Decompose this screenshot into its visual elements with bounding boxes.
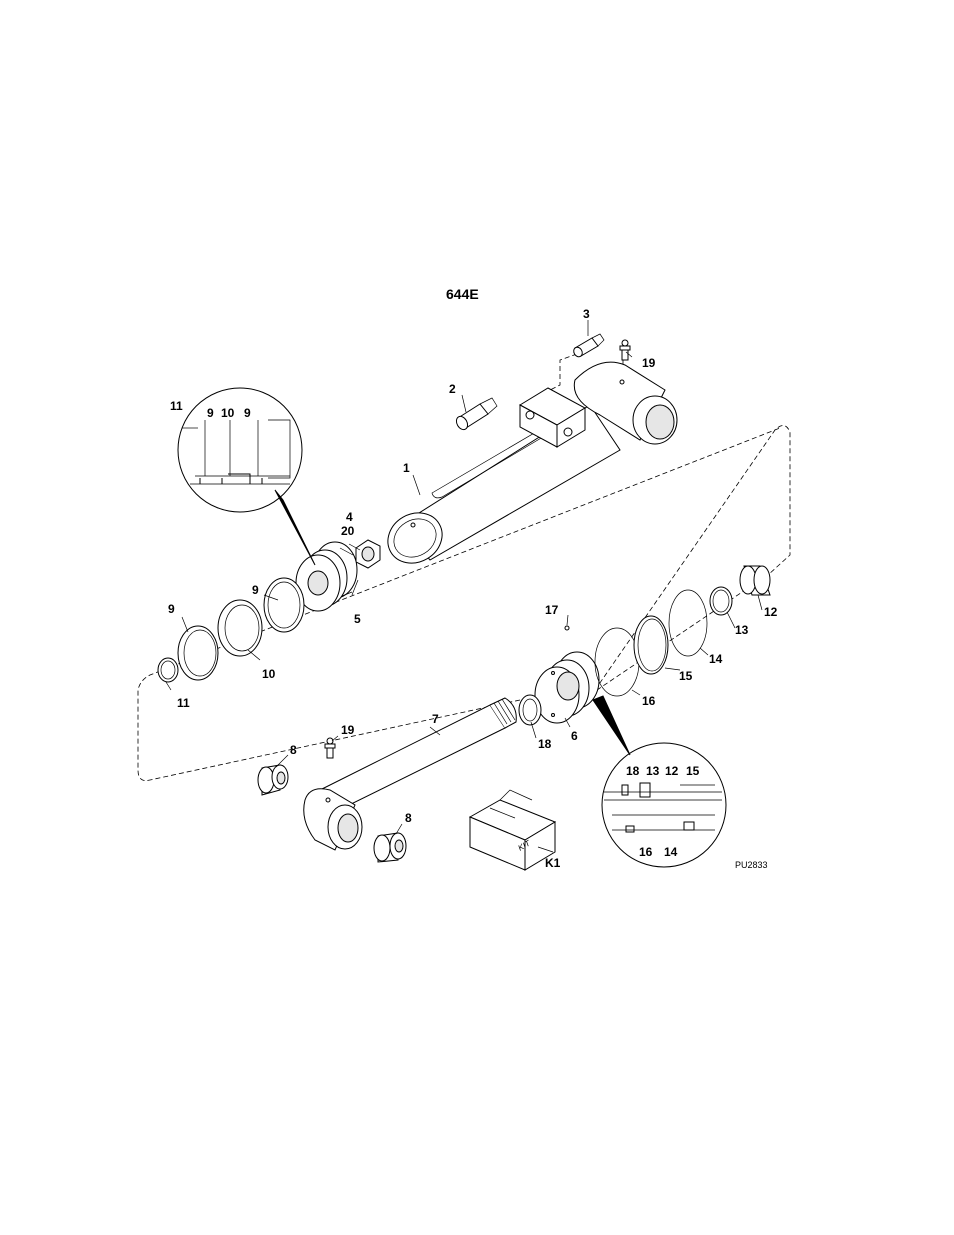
detail-gland-callout-15: 15 [686, 764, 700, 778]
callout-13: 13 [735, 623, 749, 637]
callout-k1: K1 [545, 856, 561, 870]
detail-gland-callout-13: 13 [646, 764, 660, 778]
callout-3: 3 [583, 307, 590, 321]
bushing-8-right [374, 833, 406, 862]
callout-7: 7 [432, 712, 439, 726]
callout-8-left: 8 [290, 743, 297, 757]
nut-4 [356, 540, 380, 568]
callout-8-right: 8 [405, 811, 412, 825]
gland-6 [535, 652, 599, 723]
callout-6: 6 [571, 729, 578, 743]
detail-pointer-gland [593, 696, 630, 755]
backup-ring-14 [669, 590, 707, 656]
callout-2: 2 [449, 382, 456, 396]
callout-17: 17 [545, 603, 559, 617]
piston-5 [296, 542, 357, 611]
callout-4: 4 [346, 510, 353, 524]
wear-ring-9-upper [264, 578, 304, 632]
fitting-3 [572, 334, 604, 358]
grease-fitting-19-rod [325, 738, 335, 758]
diagram-title: 644E [446, 286, 479, 302]
callout-15: 15 [679, 669, 693, 683]
o-ring-13 [710, 587, 732, 615]
detail-piston-callout-11: 11 [170, 399, 183, 413]
figure-code: PU2833 [735, 860, 768, 870]
wiper-18 [519, 695, 541, 725]
wear-ring-9-lower [178, 626, 218, 680]
bushing-12 [740, 566, 770, 595]
callout-12: 12 [764, 605, 778, 619]
callout-9-lower: 9 [168, 602, 175, 616]
seal-10 [218, 600, 262, 656]
detail-gland-callout-16: 16 [639, 845, 653, 859]
callout-19-rod: 19 [341, 723, 355, 737]
callout-1: 1 [403, 461, 410, 475]
detail-gland-callout-12: 12 [665, 764, 679, 778]
fitting-2 [454, 398, 497, 432]
callout-20: 20 [341, 524, 355, 538]
ring-17 [565, 626, 569, 630]
callout-5: 5 [354, 612, 361, 626]
detail-gland-seals [593, 696, 726, 867]
kit-box: KIT [470, 790, 555, 870]
bushing-8-left [258, 765, 288, 795]
detail-gland-callout-14: 14 [664, 845, 678, 859]
rod-7 [320, 698, 516, 812]
o-ring-11 [158, 658, 178, 682]
backup-ring-16 [595, 628, 639, 696]
callout-14: 14 [709, 652, 723, 666]
callout-16: 16 [642, 694, 656, 708]
callout-18: 18 [538, 737, 552, 751]
grease-fitting-19-top [620, 340, 630, 360]
detail-gland-callout-18: 18 [626, 764, 640, 778]
callout-10: 10 [262, 667, 276, 681]
detail-piston-callout-10: 10 [221, 406, 235, 420]
detail-pointer-piston [275, 490, 315, 565]
seal-15 [634, 616, 668, 674]
callout-19-top: 19 [642, 356, 656, 370]
detail-piston-callout-9a: 9 [207, 406, 214, 420]
callout-11: 11 [177, 696, 190, 710]
detail-piston-callout-9b: 9 [244, 406, 251, 420]
callout-9-upper: 9 [252, 583, 259, 597]
